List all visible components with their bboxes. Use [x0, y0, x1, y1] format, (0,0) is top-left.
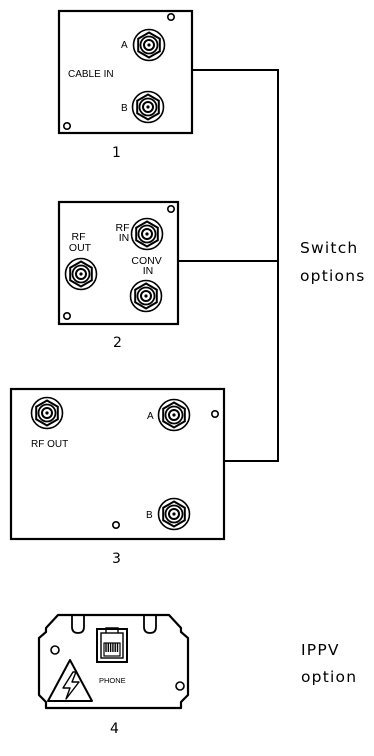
coax-connector-icon [132, 28, 166, 62]
ippv-option-label: IPPV option [301, 641, 357, 686]
mounting-hole [62, 311, 71, 320]
port-b-label: B [146, 510, 153, 521]
panel-2-converter: RF OUT RF IN CONV IN 2 [57, 200, 180, 351]
coax-connector-icon [64, 257, 98, 291]
mounting-hole [50, 645, 60, 655]
rf-out-label: RF OUT [69, 231, 92, 254]
phone-label: PHONE [99, 676, 126, 685]
mounting-hole [112, 520, 121, 529]
panel-4-number: 4 [110, 721, 119, 737]
panel-3-frame [9, 387, 226, 541]
mounting-hole [211, 409, 220, 418]
panel-4-frame [37, 613, 190, 710]
coax-connector-icon [130, 217, 164, 251]
port-a-label: A [147, 411, 154, 422]
clip-tab [71, 615, 85, 634]
mounting-hole [175, 681, 185, 691]
coax-connector-icon [129, 279, 163, 313]
mounting-hole [167, 13, 176, 22]
cable-in-label: CABLE IN [68, 69, 114, 80]
mounting-hole [167, 205, 176, 214]
conv-in-label: CONV IN [131, 255, 164, 277]
high-voltage-warning-icon [47, 659, 93, 702]
panel-1-frame [57, 9, 194, 135]
coax-connector-icon [30, 396, 64, 430]
coax-connector-icon [157, 398, 191, 432]
port-a-label: A [121, 40, 128, 51]
coax-connector-icon [131, 90, 165, 124]
panel-1-number: 1 [112, 145, 121, 161]
clip-tab [143, 615, 157, 634]
port-b-label: B [121, 103, 128, 114]
rf-out-label: RF OUT [31, 439, 68, 450]
coax-connector-icon [157, 497, 191, 531]
panel-3-number: 3 [112, 551, 121, 567]
switch-options-label: Switch options [300, 239, 366, 285]
rf-in-label: RF IN [116, 222, 133, 244]
phone-jack-icon [96, 627, 128, 663]
panel-3-ab-switch: RF OUT A B 3 [9, 387, 226, 567]
panel-2-frame [57, 200, 180, 326]
switch-bracket [178, 69, 279, 462]
panel-2-number: 2 [113, 335, 122, 351]
mounting-hole [62, 122, 71, 131]
panel-4-phone: PHONE 4 [37, 613, 190, 737]
panel-1-cable-in: A B CABLE IN 1 [57, 9, 194, 161]
